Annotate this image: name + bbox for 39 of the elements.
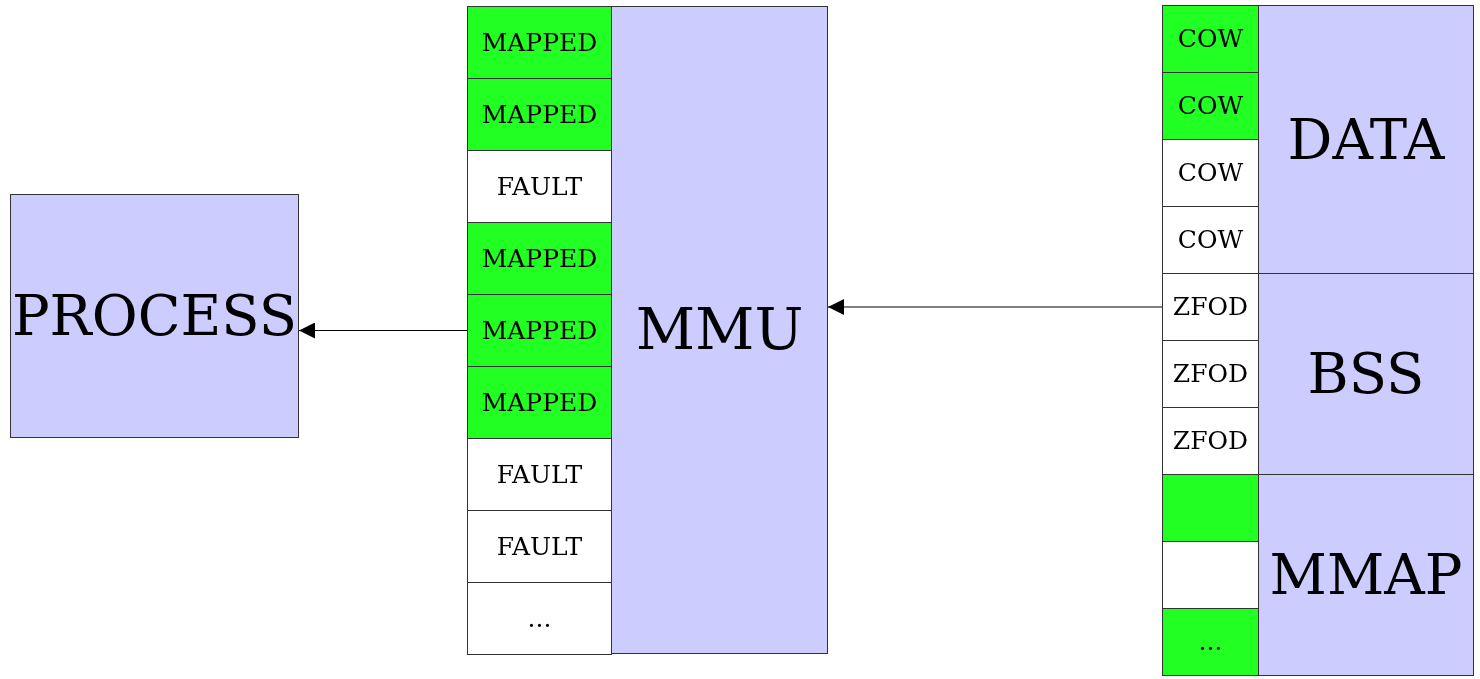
cell-label: COW: [1177, 25, 1244, 53]
cell-label: DATA: [1287, 108, 1445, 171]
cell-label: FAULT: [496, 460, 583, 489]
cell-label: FAULT: [496, 532, 583, 561]
region-box: [1258, 5, 1474, 274]
cell-label: BSS: [1307, 343, 1425, 405]
cell-label: MAPPED: [481, 316, 598, 345]
memory-cell: [1162, 72, 1259, 140]
cell-label: COW: [1177, 159, 1244, 187]
region-box: [10, 194, 299, 438]
cell-label: MMU: [635, 298, 804, 362]
memory-cell: [467, 222, 612, 295]
memory-cell: [1162, 5, 1259, 73]
memory-cell: [467, 582, 612, 655]
cell-label: MAPPED: [481, 244, 598, 273]
region-box: [611, 6, 828, 654]
arrow: [827, 299, 1163, 315]
memory-cell: [467, 6, 612, 79]
cell-label: COW: [1177, 92, 1244, 120]
memory-cell: [467, 78, 612, 151]
cell-label: ZFOD: [1172, 293, 1249, 321]
region-box: [1258, 474, 1474, 676]
cell-label: PROCESS: [11, 285, 298, 347]
cell-label: FAULT: [496, 172, 583, 201]
cell-label: ZFOD: [1172, 427, 1249, 455]
cell-label: MAPPED: [481, 28, 598, 57]
arrow: [298, 322, 468, 339]
memory-cell: [1162, 608, 1259, 676]
cell-label: COW: [1177, 226, 1244, 254]
cell-label: ...: [1198, 628, 1223, 656]
cell-label: ...: [527, 604, 552, 633]
cell-label: MAPPED: [481, 388, 598, 417]
cell-label: MAPPED: [481, 100, 598, 129]
cell-label: ZFOD: [1172, 360, 1249, 388]
memory-cell: [467, 366, 612, 439]
memory-cell: [467, 294, 612, 367]
memory-cell: [1162, 474, 1259, 542]
region-box: [1258, 273, 1474, 475]
cell-label: MMAP: [1269, 544, 1463, 606]
